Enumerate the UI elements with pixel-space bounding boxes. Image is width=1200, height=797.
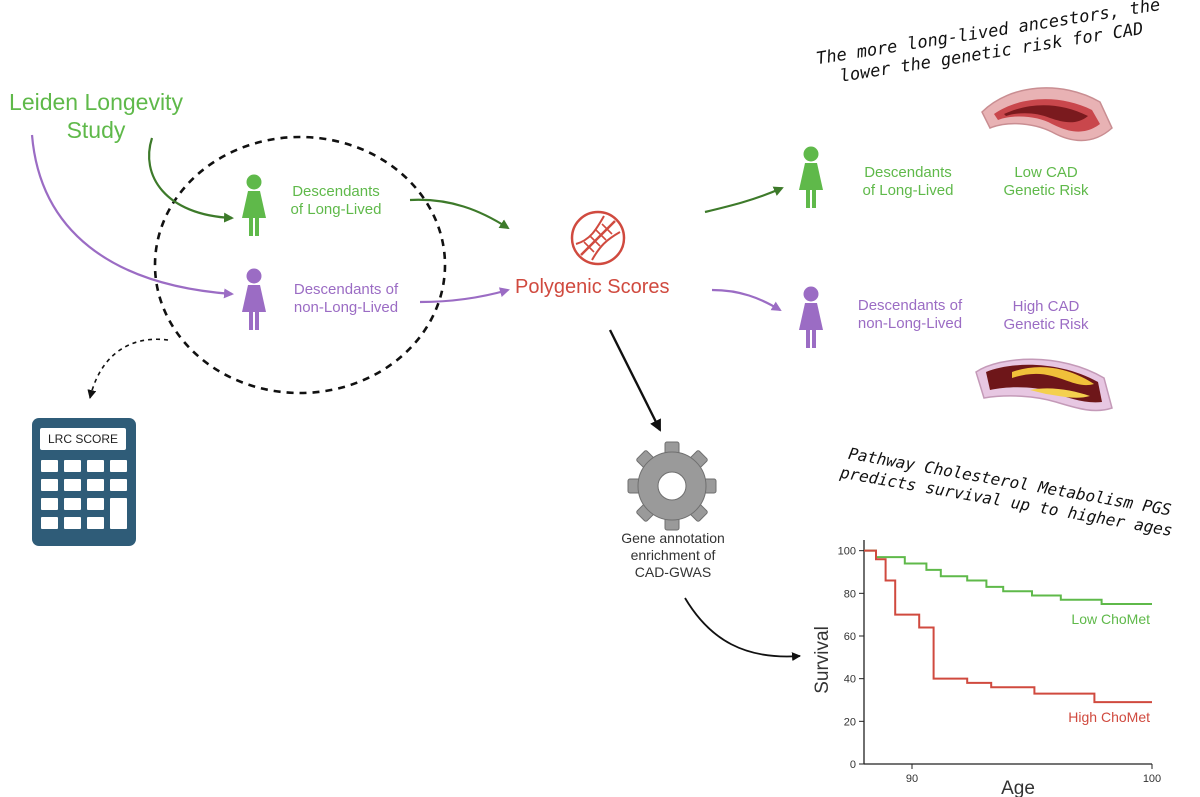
cohort-non-long-lived-line1: Descendants of <box>293 281 399 298</box>
result-high-risk-line1: High CAD <box>1012 298 1080 315</box>
result-non-long-lived-line2: non-Long-Lived <box>857 315 963 332</box>
calculator-icon: LRC SCORE <box>32 418 136 546</box>
result-low-risk-line1: Low CAD <box>1014 164 1078 181</box>
result-long-lived-label: Descendants of Long-Lived <box>845 164 971 200</box>
arrow-study-to-long-lived <box>148 137 234 223</box>
cohort-dashed-circle <box>153 135 447 395</box>
calculator-display: LRC SCORE <box>40 428 126 450</box>
polygenic-scores-label: Polygenic Scores <box>515 276 670 298</box>
cohort-non-long-lived-label: Descendants of non-Long-Lived <box>276 281 416 317</box>
result-high-risk-label: High CAD Genetic Risk <box>994 298 1098 334</box>
result-low-risk-label: Low CAD Genetic Risk <box>990 164 1102 200</box>
arrow-polygenic-to-gene-annotation <box>608 329 662 432</box>
cohort-long-lived-label: Descendants of Long-Lived <box>276 183 396 219</box>
arrow-long-lived-to-polygenic <box>409 198 510 230</box>
arrow-cohort-to-calculator <box>87 338 169 399</box>
arrow-non-long-lived-to-polygenic <box>419 287 510 304</box>
gene-annotation-line1: Gene annotation <box>621 530 725 546</box>
study-title: Leiden Longevity Study <box>0 89 194 144</box>
result-low-risk-line2: Genetic Risk <box>1003 182 1089 199</box>
result-long-lived-line2: of Long-Lived <box>862 182 954 199</box>
arrow-gene-annotation-to-chart <box>684 597 801 662</box>
study-title-line2: Study <box>66 116 126 143</box>
study-title-line1: Leiden Longevity <box>9 89 183 115</box>
result-non-long-lived-label: Descendants of non-Long-Lived <box>840 297 980 333</box>
calculator-keypad <box>41 460 129 538</box>
gene-annotation-label: Gene annotation enrichment of CAD-GWAS <box>600 530 746 580</box>
arrow-polygenic-to-long-lived-result <box>704 186 784 214</box>
cohort-non-long-lived-line2: non-Long-Lived <box>293 299 399 316</box>
arrow-polygenic-to-non-long-lived-result <box>711 288 782 312</box>
result-non-long-lived-line1: Descendants of <box>857 297 963 314</box>
result-high-risk-line2: Genetic Risk <box>1003 316 1089 333</box>
result-long-lived-line1: Descendants <box>864 164 952 181</box>
gene-annotation-line2: enrichment of <box>630 546 716 563</box>
gene-annotation-line3: CAD-GWAS <box>634 563 712 580</box>
cohort-long-lived-line1: Descendants <box>292 183 380 200</box>
cohort-long-lived-line2: of Long-Lived <box>290 201 382 218</box>
arrow-study-to-non-long-lived <box>30 134 234 299</box>
